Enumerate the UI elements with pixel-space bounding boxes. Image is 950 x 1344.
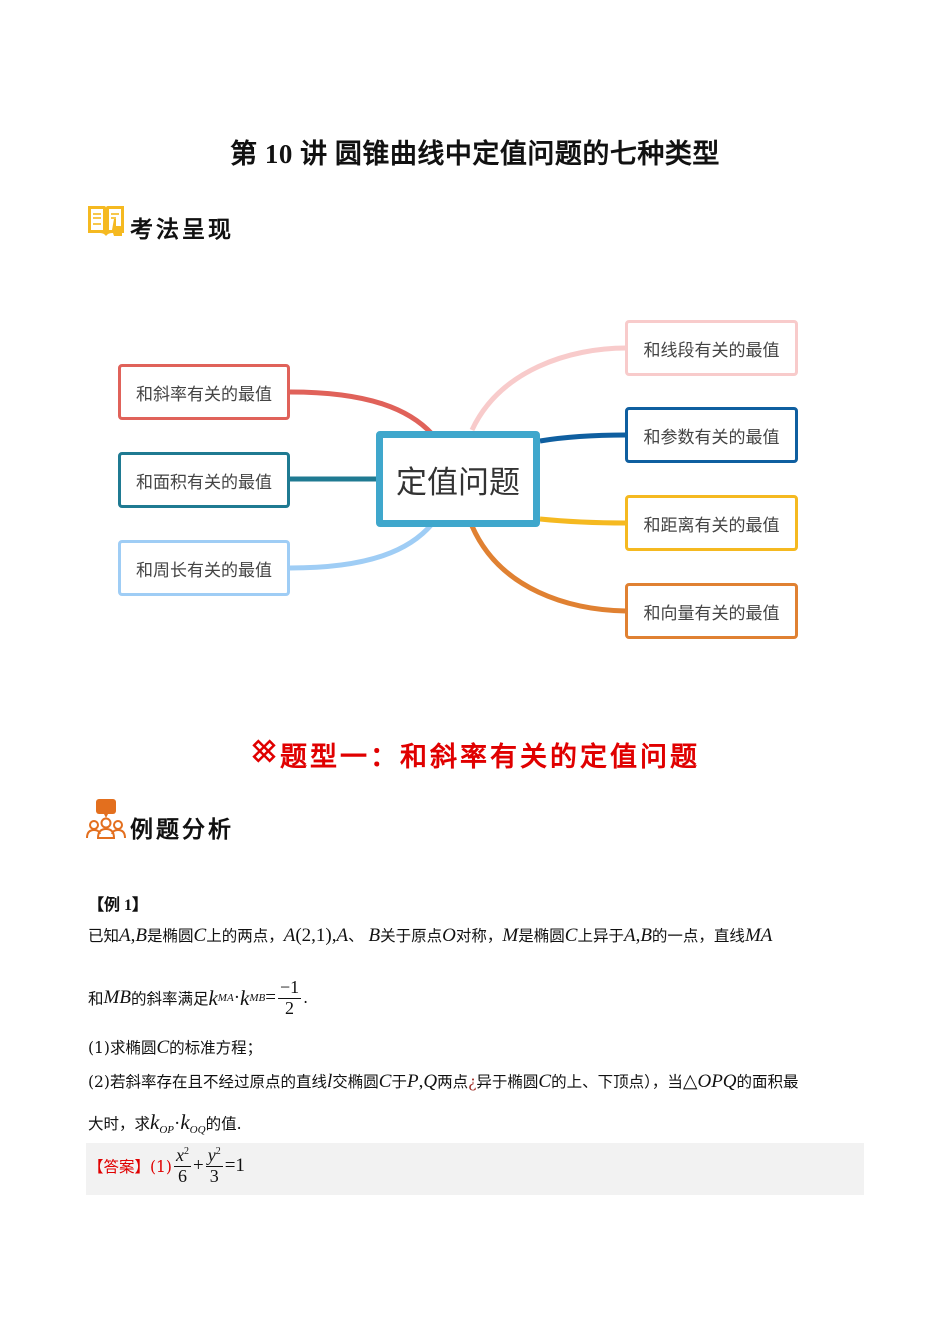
mindmap-node-perimeter: 和周长有关的最值	[118, 540, 290, 596]
question-type-label: 题型一：和斜率有关的定值问题	[280, 742, 700, 773]
section-header-example-analysis: 例题分析	[86, 798, 234, 844]
mindmap-node-vector: 和向量有关的最值	[625, 583, 798, 639]
group-discussion-icon	[86, 798, 126, 844]
mindmap-node-distance: 和距离有关的最值	[625, 495, 798, 551]
mindmap-node-segment: 和线段有关的最值	[625, 320, 798, 376]
example-problem-line-1: 已知A,B是椭圆C上的两点，A(2,1),A、 B关于原点O对称，M是椭圆C上异…	[88, 925, 773, 946]
book-pointer-icon	[86, 202, 126, 244]
answer-box	[86, 1143, 864, 1195]
page-title: 第 10 讲 圆锥曲线中定值问题的七种类型	[230, 139, 720, 169]
example-question-1: (1)求椭圆C的标准方程；	[88, 1037, 263, 1058]
section-label: 例题分析	[130, 816, 234, 843]
answer-label: 【答案】(1)	[88, 1158, 172, 1177]
example-question-2-continued: 大时，求kOP·kOQ的值.	[88, 1110, 242, 1136]
section-label: 考法呈现	[130, 216, 234, 243]
section-header-exam-methods: 考法呈现	[86, 202, 234, 244]
mindmap-node-parameter: 和参数有关的最值	[625, 407, 798, 463]
mindmap-center-node: 定值问题	[376, 431, 540, 527]
question-type-heading: 题型一：和斜率有关的定值问题	[0, 735, 950, 774]
mindmap-node-slope: 和斜率有关的最值	[118, 364, 290, 420]
mindmap-node-area: 和面积有关的最值	[118, 452, 290, 508]
pencil-ruler-icon	[250, 737, 278, 772]
example-question-2: (2)若斜率存在且不经过原点的直线l交椭圆C于P,Q两点¿异于椭圆C的上、下顶点…	[88, 1071, 799, 1092]
mindmap-connectors	[289, 345, 627, 614]
example-label: 【例 1】	[88, 897, 149, 914]
